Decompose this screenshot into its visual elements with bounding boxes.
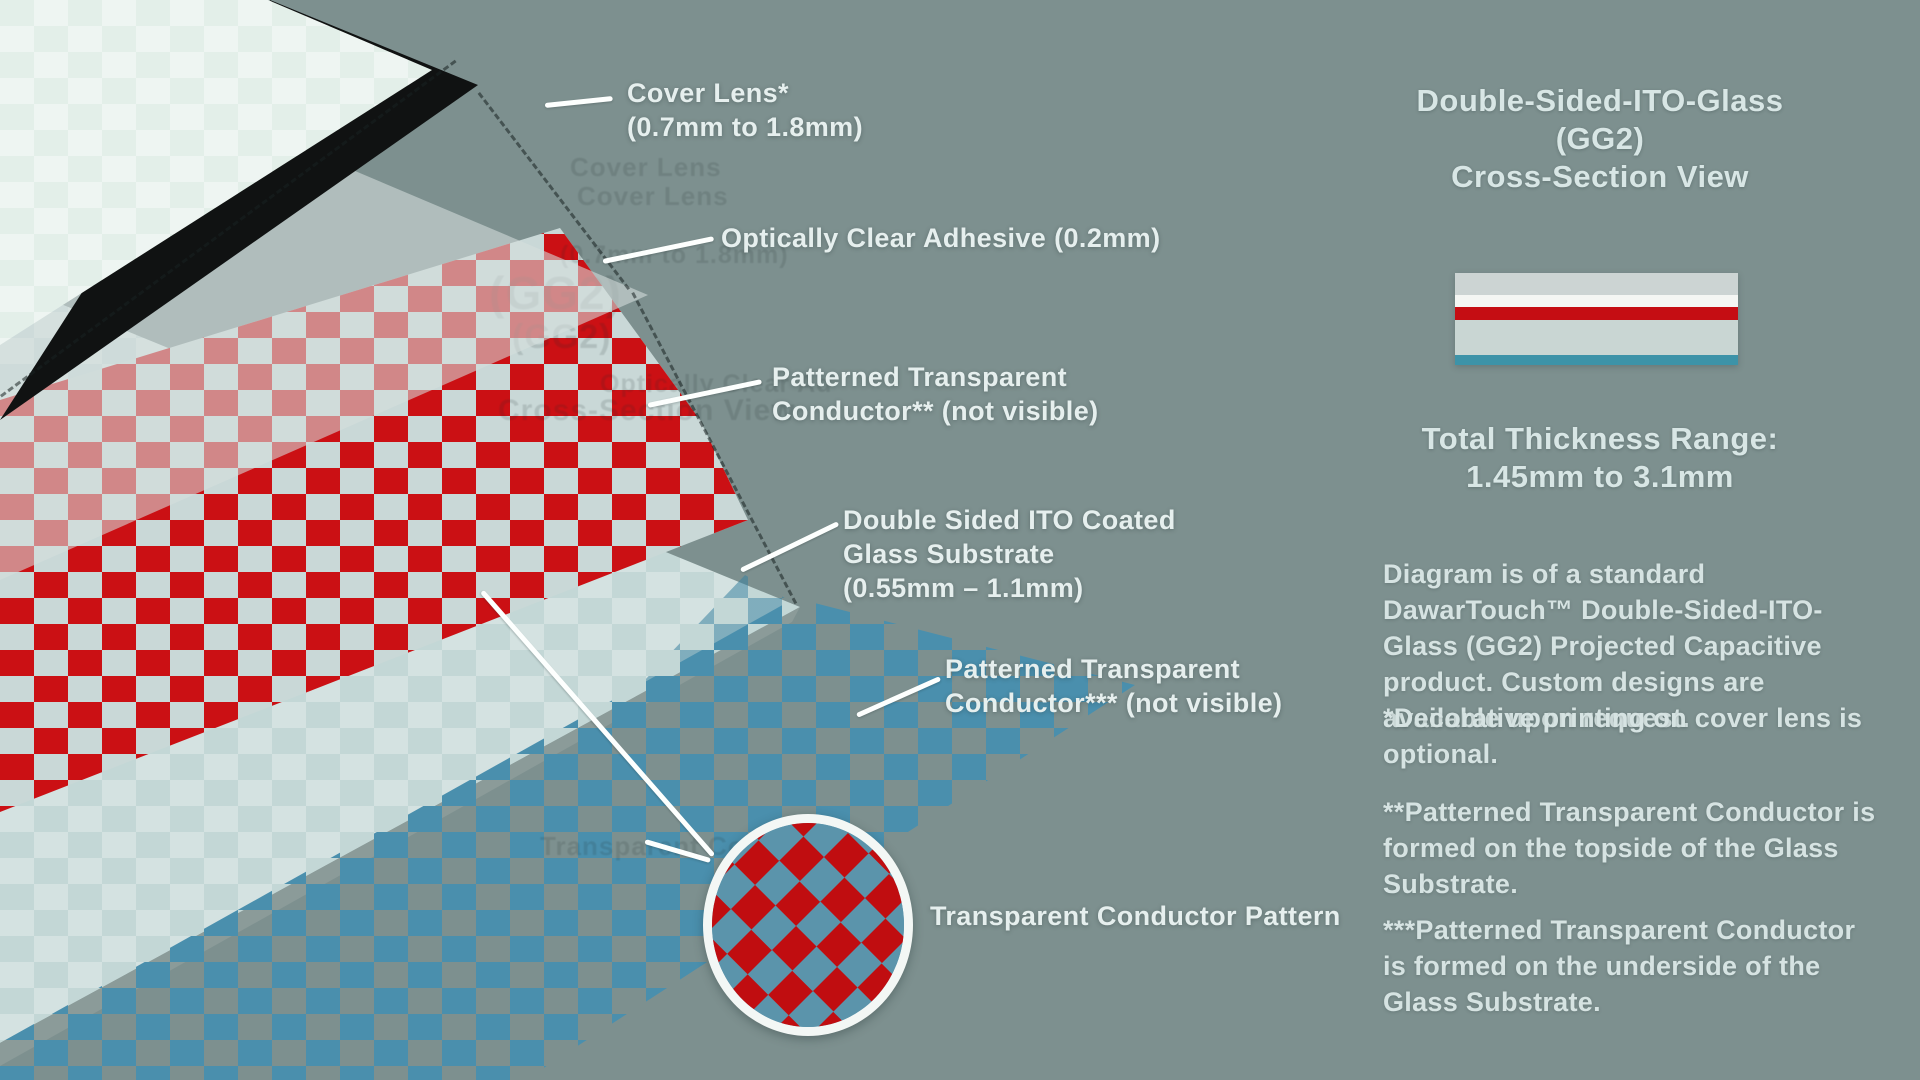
conductor-diamond-pattern [712, 823, 904, 1027]
paragraph-note-topside: **Patterned Transparent Conductor is for… [1383, 797, 1876, 899]
label-ptc-bottom-line1: Patterned Transparent [945, 654, 1240, 684]
label-cover-lens-line1: Cover Lens* [627, 78, 789, 108]
ghost-label: Cover Lens [577, 181, 729, 211]
label-pattern: Transparent Conductor Pattern [930, 901, 1341, 931]
label-cover-lens: Cover Lens* (0.7mm to 1.8mm) [627, 76, 863, 144]
label-substrate-line1: Double Sided ITO Coated [843, 505, 1176, 535]
label-ptc-top-line2: Conductor** (not visible) [772, 396, 1099, 426]
thumbnail-cover-lens-layer [1455, 273, 1738, 295]
cross-section-thumbnail [1455, 273, 1738, 365]
paragraph-standard: Diagram is of a standard DawarTouch™ Dou… [1383, 559, 1823, 733]
label-substrate-line2: Glass Substrate [843, 539, 1055, 569]
paragraph-note-cover-lens: *Decorative printing on cover lens is op… [1383, 703, 1863, 769]
label-ptc-top-line1: Patterned Transparent [772, 362, 1067, 392]
page-title-line1: Double-Sided-ITO-Glass [1416, 83, 1784, 118]
label-ptc-bottom: Patterned Transparent Conductor*** (not … [945, 652, 1282, 720]
label-cover-lens-line2: (0.7mm to 1.8mm) [627, 112, 863, 142]
label-substrate-line3: (0.55mm – 1.1mm) [843, 573, 1084, 603]
total-thickness-line2: 1.45mm to 3.1mm [1466, 459, 1734, 494]
label-substrate: Double Sided ITO Coated Glass Substrate … [843, 503, 1176, 605]
page-title-line2: (GG2) [1555, 121, 1645, 156]
thumbnail-adhesive-layer [1455, 295, 1738, 307]
total-thickness: Total Thickness Range: 1.45mm to 3.1mm [1385, 420, 1815, 496]
leader-line-cover-lens [544, 96, 613, 108]
page-title: Double-Sided-ITO-Glass (GG2) Cross-Secti… [1390, 82, 1810, 196]
thumbnail-glass-substrate-layer [1455, 320, 1738, 355]
ghost-label: Cover Lens [570, 152, 722, 182]
thumbnail-bottom-conductor-layer [1455, 355, 1738, 365]
label-oca: Optically Clear Adhesive (0.2mm) [721, 223, 1161, 253]
thumbnail-top-conductor-layer [1455, 307, 1738, 320]
page-title-line3: Cross-Section View [1451, 159, 1749, 194]
label-ptc-bottom-line2: Conductor*** (not visible) [945, 688, 1283, 718]
total-thickness-line1: Total Thickness Range: [1421, 421, 1779, 456]
conductor-pattern-magnifier [703, 814, 913, 1036]
ghost-label: Cross-Section View [498, 394, 796, 427]
paragraph-note-underside: ***Patterned Transparent Conductor is fo… [1383, 915, 1856, 1017]
label-ptc-top: Patterned Transparent Conductor** (not v… [772, 360, 1099, 428]
